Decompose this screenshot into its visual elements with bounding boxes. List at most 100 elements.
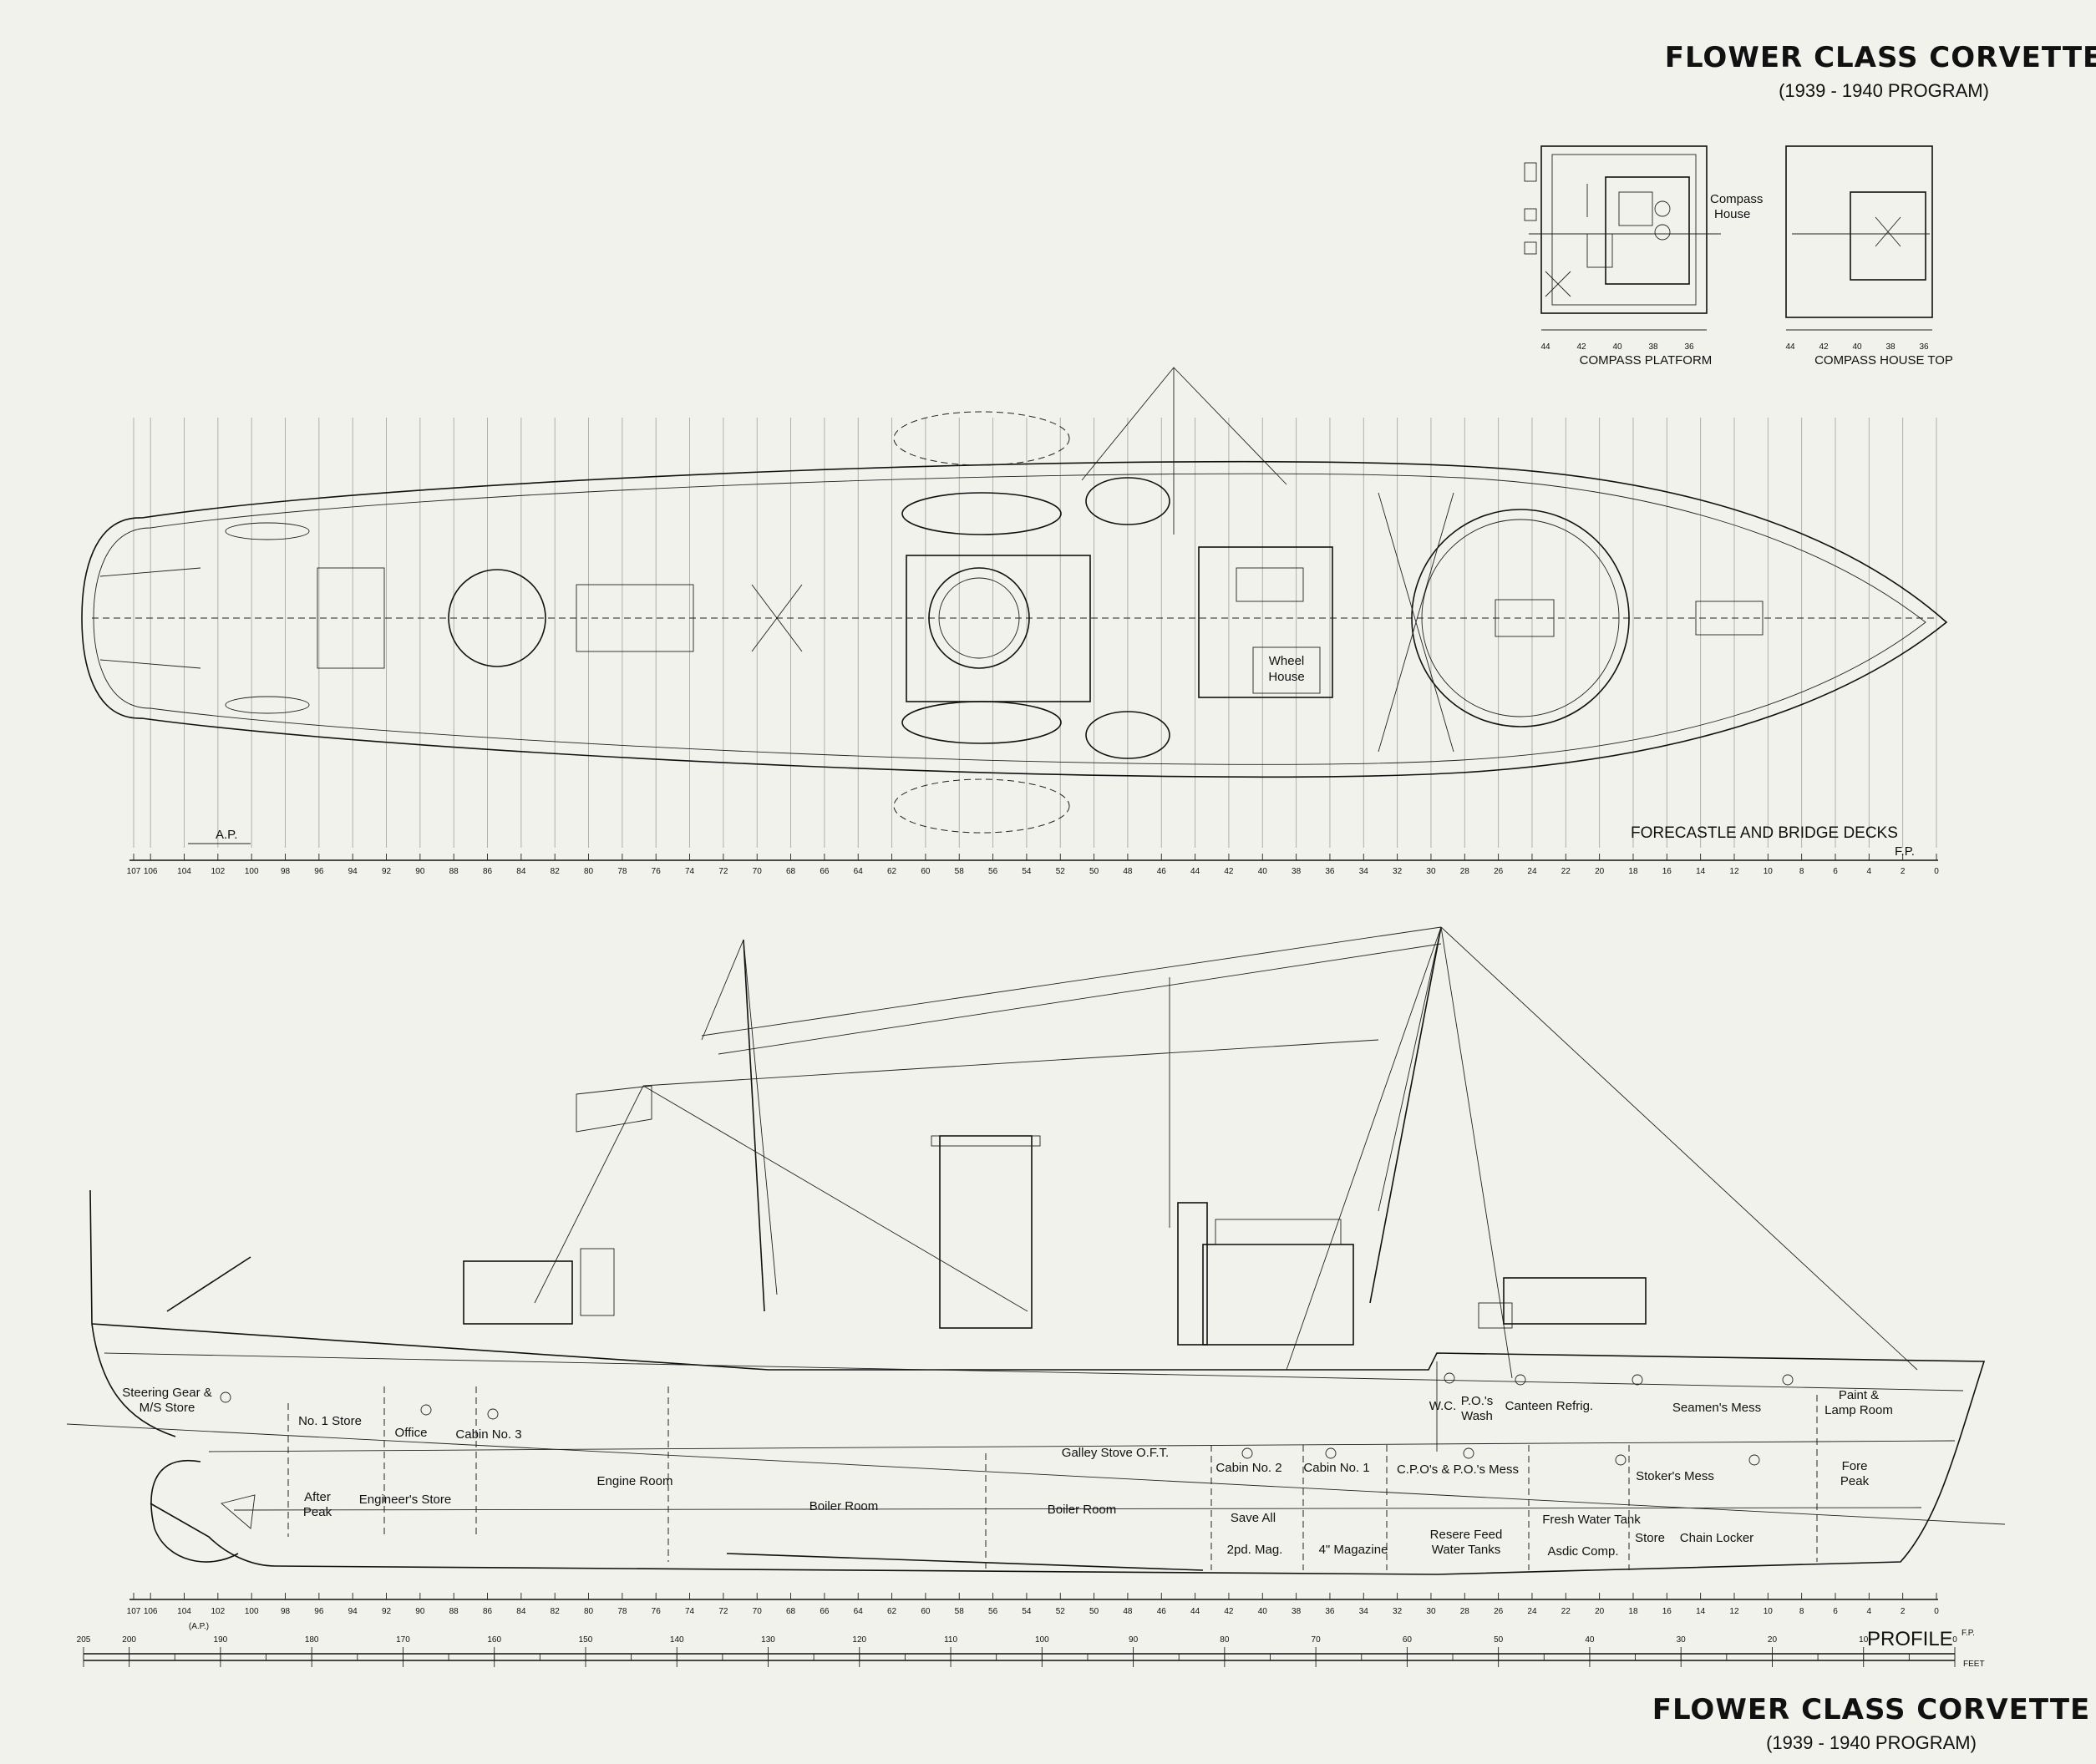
compartment-line: Fresh Water Tank: [1542, 1513, 1641, 1527]
profile-station-tick: 48: [1123, 1607, 1133, 1616]
profile-station-tick: 98: [281, 1607, 291, 1616]
profile-station-tick: 18: [1628, 1607, 1638, 1616]
plan-station-tick: 88: [449, 867, 459, 876]
scale-tick-label: 150: [579, 1635, 593, 1645]
compartment-line: Steering Gear &: [122, 1386, 212, 1400]
scale-tick-label: 180: [305, 1635, 319, 1645]
compartment-label-canteen: Canteen: [1505, 1399, 1553, 1413]
compass-house-top-inset: 44 42 40 38 36 COMPASS HOUSE TOP: [1785, 145, 1953, 368]
plan-station-tick: 40: [1258, 867, 1268, 876]
scale-tick-label: 50: [1494, 1635, 1504, 1645]
scale-unit-label: FEET: [1963, 1660, 1985, 1669]
scale-tick-label: 120: [852, 1635, 866, 1645]
scale-tick-label: 130: [761, 1635, 775, 1645]
profile-station-tick: 36: [1325, 1607, 1335, 1616]
scale-tick-label: 60: [1403, 1635, 1413, 1645]
compartment-line: Chain Locker: [1680, 1531, 1753, 1545]
profile-station-tick: 70: [753, 1607, 763, 1616]
plan-station-tick: 14: [1696, 867, 1706, 876]
profile-station-tick: 42: [1224, 1607, 1234, 1616]
compartment-line: Peak: [1840, 1474, 1870, 1488]
compartment-label-engroom: Engine Room: [597, 1474, 673, 1488]
bottom-title: FLOWER CLASS CORVETTE: [1652, 1693, 2091, 1726]
scale-tick-label: 80: [1220, 1635, 1230, 1645]
compartment-line: 2pd. Mag.: [1227, 1543, 1283, 1557]
profile-ap-label: (A.P.): [189, 1622, 209, 1631]
compartment-line: Canteen: [1505, 1399, 1553, 1413]
compartment-line: 4" Magazine: [1319, 1543, 1388, 1557]
compartment-line: Cabin No. 1: [1303, 1461, 1369, 1475]
cp-tick-40: 40: [1612, 342, 1622, 352]
compartment-label-steering: Steering Gear &M/S Store: [122, 1386, 212, 1415]
compartment-label-twopd: 2pd. Mag.: [1227, 1543, 1283, 1557]
plan-station-tick: 48: [1123, 867, 1133, 876]
compartment-label-chain: Chain Locker: [1680, 1531, 1753, 1545]
plan-station-tick: 102: [211, 867, 225, 876]
scale-tick-label: 0: [1952, 1635, 1957, 1645]
profile-station-tick: 74: [685, 1607, 695, 1616]
compartment-label-cabin3: Cabin No. 3: [455, 1427, 521, 1442]
cht-tick-38: 38: [1885, 342, 1896, 352]
compartment-line: Store: [1635, 1531, 1665, 1545]
plan-station-tick: 92: [382, 867, 392, 876]
plan-station-tick: 90: [415, 867, 425, 876]
scale-tick-label: 90: [1129, 1635, 1139, 1645]
compartment-label-refrig: Refrig.: [1556, 1399, 1593, 1413]
compartment-line: Lamp Room: [1824, 1403, 1893, 1417]
plan-station-tick: 30: [1426, 867, 1436, 876]
plan-station-tick: 74: [685, 867, 695, 876]
scale-tick-label: 10: [1859, 1635, 1869, 1645]
compartment-label-boiler2: Boiler Room: [1048, 1503, 1117, 1517]
profile-station-tick: 64: [854, 1607, 864, 1616]
compartment-label-store: Store: [1635, 1531, 1665, 1545]
plan-station-tick: 46: [1157, 867, 1167, 876]
profile-station-tick: 58: [955, 1607, 965, 1616]
compartment-line: Wash: [1461, 1409, 1493, 1423]
scale-tick-label: 30: [1677, 1635, 1687, 1645]
compartment-label-cabin2: Cabin No. 2: [1215, 1461, 1281, 1475]
plan-station-tick: 84: [516, 867, 526, 876]
compartment-line: No. 1 Store: [298, 1414, 362, 1428]
compartment-line: Office: [395, 1426, 428, 1440]
profile-station-tick: 44: [1190, 1607, 1200, 1616]
compartment-label-no1store: No. 1 Store: [298, 1414, 362, 1428]
profile-station-tick: 84: [516, 1607, 526, 1616]
profile-station-tick: 54: [1022, 1607, 1032, 1616]
scale-tick-label: 40: [1585, 1635, 1595, 1645]
plan-station-tick: 42: [1224, 867, 1234, 876]
scale-tick-label: 205: [77, 1635, 91, 1645]
compartment-line: Peak: [303, 1505, 332, 1519]
profile-station-tick: 106: [144, 1607, 158, 1616]
plan-station-tick: 6: [1833, 867, 1838, 876]
profile-station-tick: 28: [1460, 1607, 1470, 1616]
plan-station-tick: 82: [551, 867, 561, 876]
plan-station-tick: 54: [1022, 867, 1032, 876]
plan-station-tick: 44: [1190, 867, 1200, 876]
wheel-house-label-2: House: [1268, 670, 1304, 684]
plan-station-tick: 76: [652, 867, 662, 876]
profile-station-tick: 52: [1056, 1607, 1066, 1616]
compartment-line: Stoker's Mess: [1636, 1469, 1714, 1483]
plan-station-tick: 22: [1561, 867, 1571, 876]
cht-tick-44: 44: [1785, 342, 1795, 352]
plan-station-tick: 107: [127, 867, 141, 876]
plan-station-lines: [133, 418, 1937, 848]
cp-tick-42: 42: [1576, 342, 1586, 352]
plan-station-tick: 96: [314, 867, 324, 876]
plan-station-tick: 86: [483, 867, 493, 876]
profile-station-tick: 6: [1833, 1607, 1838, 1616]
compartment-line: Engine Room: [597, 1474, 673, 1488]
profile-station-tick: 26: [1494, 1607, 1504, 1616]
plan-station-tick: 32: [1393, 867, 1403, 876]
compartment-label-cabin1: Cabin No. 1: [1303, 1461, 1369, 1475]
cp-tick-38: 38: [1648, 342, 1658, 352]
compartment-label-saveall: Save All: [1231, 1511, 1276, 1525]
compartment-line: Save All: [1231, 1511, 1276, 1525]
compartment-label-paint: Paint &Lamp Room: [1824, 1388, 1893, 1417]
profile-station-tick: 46: [1157, 1607, 1167, 1616]
profile-station-tick: 12: [1729, 1607, 1739, 1616]
profile-station-tick: 104: [177, 1607, 191, 1616]
compartment-line: P.O.'s: [1461, 1394, 1493, 1408]
